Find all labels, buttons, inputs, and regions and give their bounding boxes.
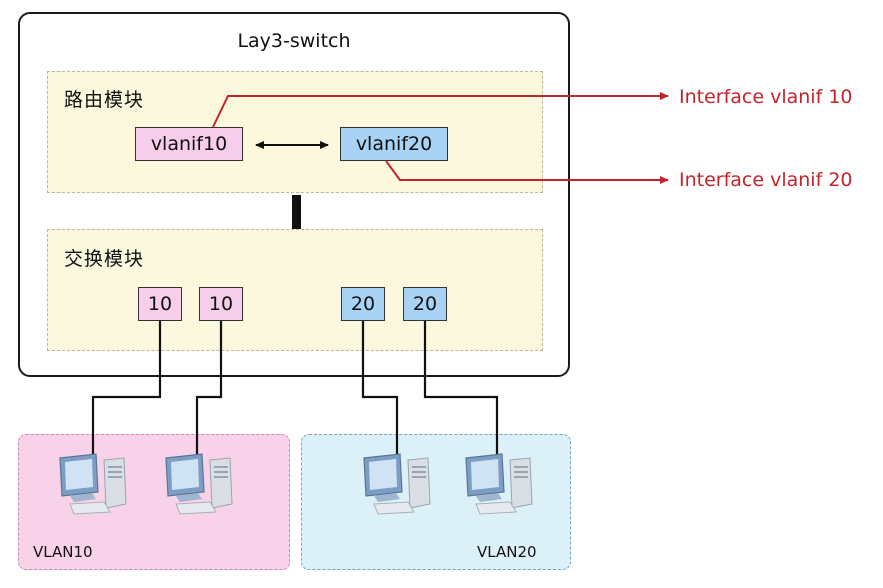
cable-1 [91,321,162,454]
switch-title: Lay3-switch [237,30,351,52]
callout-interface-vlanif10: Interface vlanif 10 [679,86,853,108]
switching-module-label: 交换模块 [64,248,145,270]
cable-3 [361,321,399,454]
cable-4 [423,321,499,454]
callout-line-vlanif20 [385,160,669,184]
callout-line-vlanif10 [212,92,669,128]
computer-icon [59,453,127,515]
module-connector [292,195,301,229]
port-vlan10-1: 10 [138,287,182,321]
computer-icon [465,453,533,515]
cable-2 [195,321,223,454]
callout-interface-vlanif20: Interface vlanif 20 [679,169,853,191]
vlan10-zone [18,434,290,570]
port-vlan20-1: 20 [341,287,385,321]
switching-module [47,229,543,351]
routing-module-label: 路由模块 [64,89,145,111]
computer-icon [363,453,431,515]
vlan20-label: VLAN20 [477,543,537,561]
vlanif10-box: vlanif10 [135,127,243,161]
port-vlan10-2: 10 [199,287,243,321]
routing-module [47,71,543,193]
vlan10-label: VLAN10 [33,543,93,561]
computer-icon [165,453,233,515]
port-vlan20-2: 20 [403,287,447,321]
vlanif20-box: vlanif20 [340,127,448,161]
